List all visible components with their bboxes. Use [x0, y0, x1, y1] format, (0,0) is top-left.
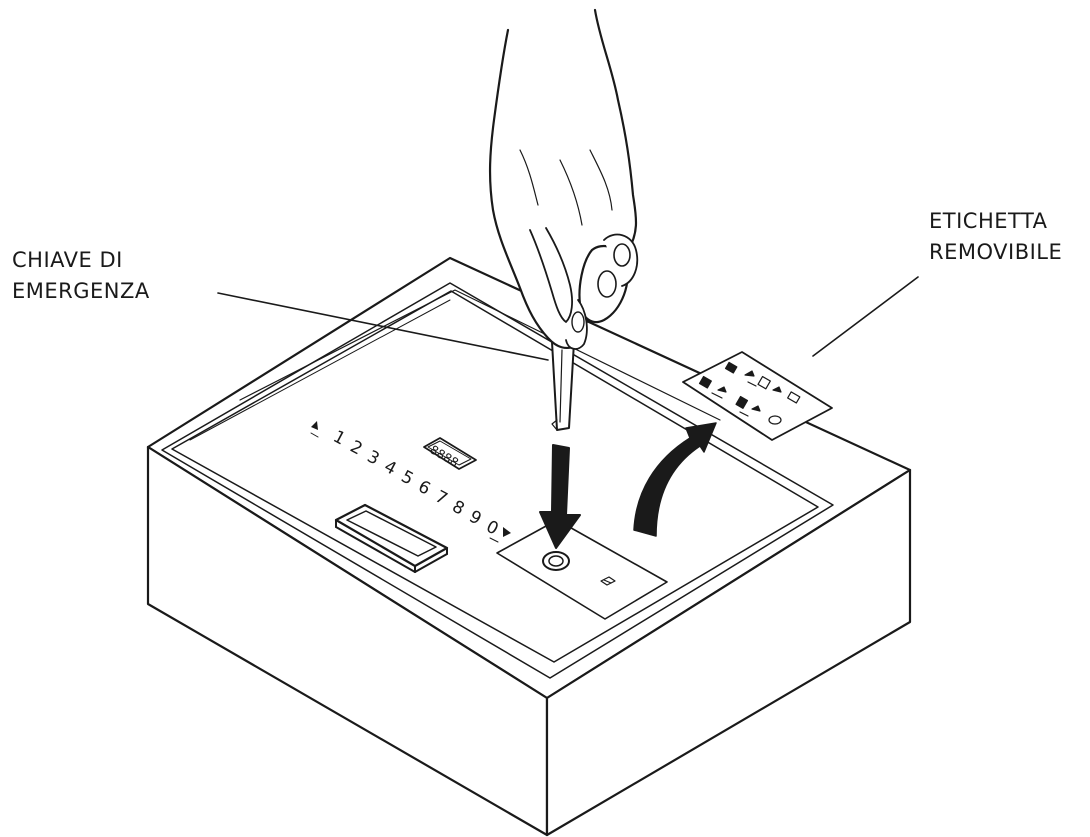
safe-lid — [171, 290, 819, 663]
emergency-key-label-line-1: CHIAVE DI — [12, 248, 123, 272]
hand — [488, 8, 639, 350]
removable-label-label: ETICHETTA REMOVIBILE — [929, 206, 1062, 268]
removable-label-line-1: ETICHETTA — [929, 209, 1048, 233]
removable-label-line-2: REMOVIBILE — [929, 240, 1063, 264]
lid-handle — [334, 503, 449, 573]
battery-icon — [600, 576, 616, 586]
emergency-key — [551, 341, 575, 431]
lid-recess-line — [239, 289, 721, 421]
lid-shadow-line — [189, 299, 451, 441]
keypad-left-arrow — [311, 421, 318, 430]
safe-right-face — [545, 468, 912, 837]
emergency-key-label: CHIAVE DI EMERGENZA — [12, 245, 150, 307]
digital-display — [423, 437, 477, 470]
removable-label-leader — [812, 276, 919, 357]
keypad-right-arrow — [503, 527, 511, 537]
emergency-key-leader — [217, 292, 549, 361]
removable-sticker — [682, 351, 833, 441]
lift-arrow — [633, 422, 717, 537]
safe-inner-lip — [161, 282, 834, 679]
key-plate — [496, 519, 668, 620]
keyhole — [542, 551, 570, 571]
insert-arrow — [539, 444, 581, 549]
emergency-key-label-line-2: EMERGENZA — [12, 279, 150, 303]
safe-box — [146, 256, 912, 837]
